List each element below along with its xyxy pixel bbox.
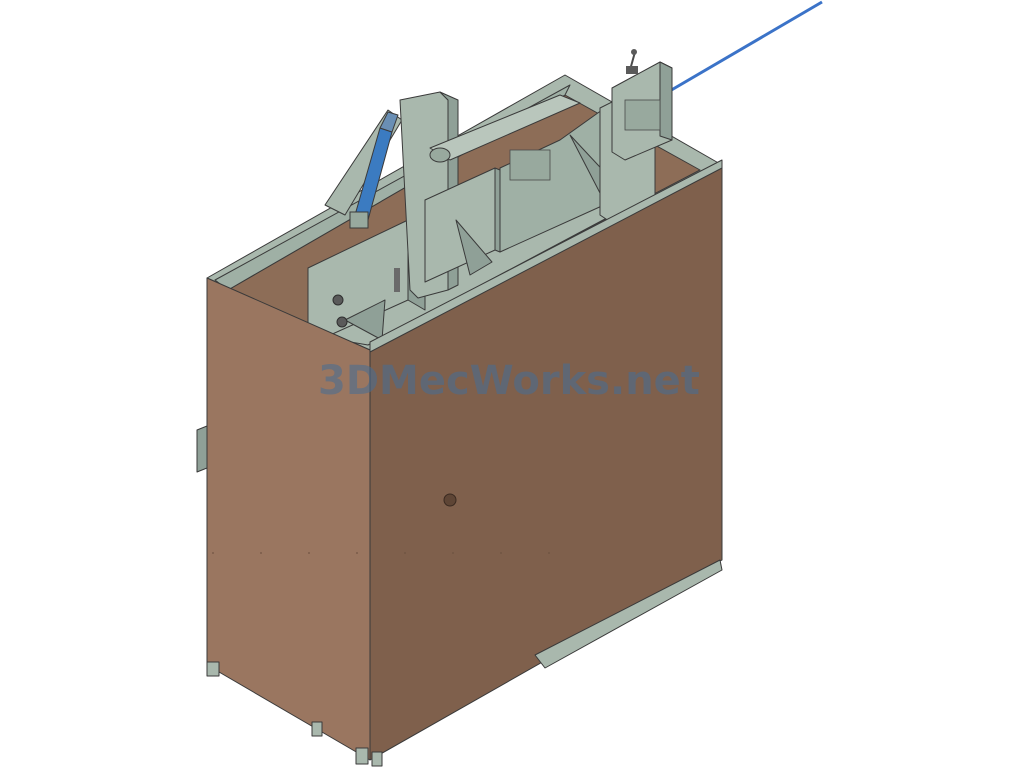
left-upright xyxy=(307,91,459,346)
bolt-icon xyxy=(332,268,400,328)
watermark-text: 3DMecWorks.net xyxy=(318,358,700,404)
right-upright xyxy=(599,61,673,226)
wire-rod-icon xyxy=(667,0,823,94)
bottom-rail xyxy=(534,559,723,669)
clamp-handle-icon xyxy=(626,49,638,74)
cabinet-top-edge xyxy=(369,159,723,353)
pneumatic-cylinder-icon xyxy=(349,111,399,229)
guide-rod xyxy=(429,94,581,181)
cabinet-left-face xyxy=(206,277,371,761)
side-bracket xyxy=(196,425,208,473)
front-knob[interactable] xyxy=(443,493,457,507)
cabinet-legs xyxy=(206,661,383,767)
